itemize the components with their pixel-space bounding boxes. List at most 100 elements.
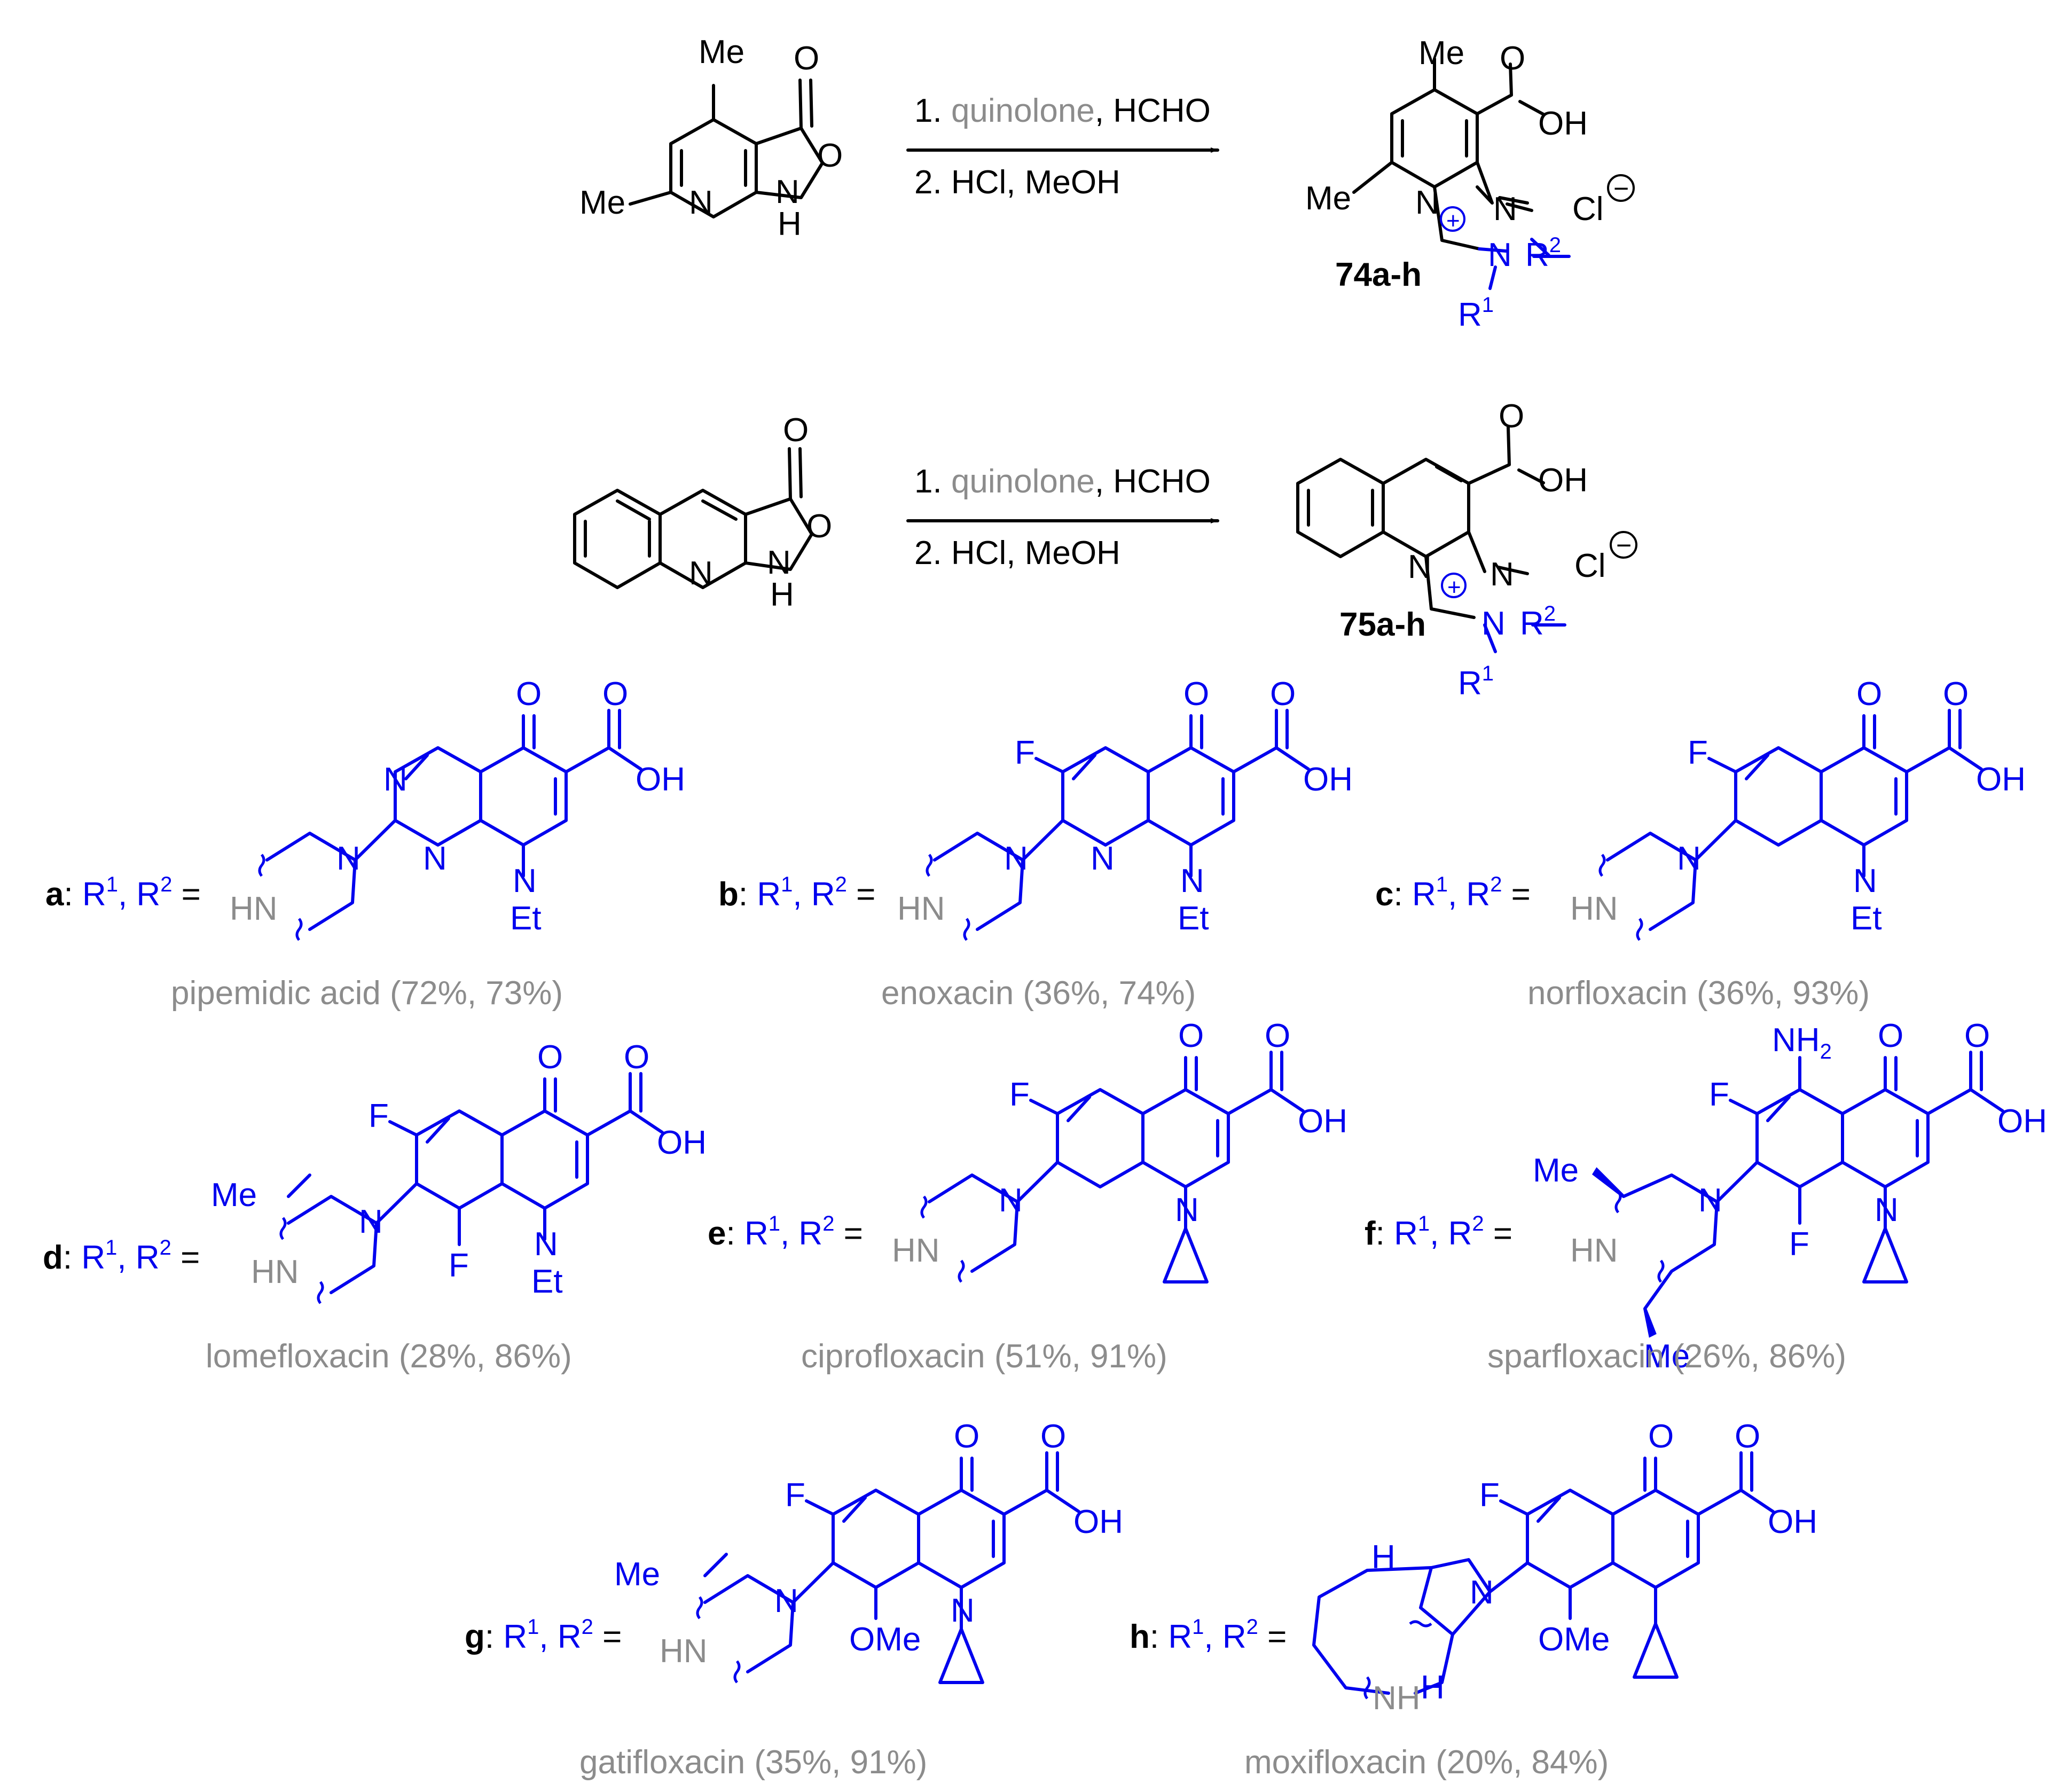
d-me: Me — [211, 1177, 257, 1214]
nh-n-label: N — [767, 544, 791, 581]
c-n-et: N — [1853, 863, 1877, 899]
g-ome: OMe — [849, 1621, 921, 1658]
p74-imine-n: N — [1493, 191, 1517, 228]
p74-n-plus: N — [1488, 237, 1512, 273]
p75-plus: + — [1447, 574, 1461, 600]
p75-acid-o: O — [1499, 398, 1524, 435]
reaction-1: Me Me N O O N H 1. quinolone, HCHO 2. HC… — [579, 34, 1635, 333]
d-acid-o: O — [624, 1039, 649, 1076]
p75-minus: − — [1616, 530, 1632, 560]
h-ome: OMe — [1538, 1621, 1610, 1658]
p74-minus-circle — [1607, 174, 1635, 202]
c-et: Et — [1851, 900, 1882, 937]
nh-h-label: H — [778, 206, 802, 242]
variant-e: e: R1, R2 = F N N O O OH HN ciprofloxaci… — [708, 1018, 1347, 1375]
e-ketone-o: O — [1178, 1018, 1204, 1054]
methyl-top-label: Me — [699, 34, 744, 71]
c-ketone-o: O — [1856, 676, 1882, 713]
p74-methyl-left: Me — [1305, 180, 1351, 217]
c-acid-o: O — [1943, 676, 1969, 713]
p75-r1: R1 — [1458, 662, 1494, 702]
variant-g-drug: gatifloxacin (35%, 91%) — [579, 1744, 927, 1781]
variant-e-rlabel: e: R1, R2 = — [708, 1212, 863, 1252]
g-n-cp: N — [951, 1592, 975, 1629]
g-acid-o: O — [1040, 1418, 1066, 1455]
e-acid-oh: OH — [1298, 1103, 1347, 1140]
carbonyl-o-label: O — [794, 40, 819, 77]
variant-h-drug: moxifloxacin (20%, 84%) — [1244, 1744, 1609, 1781]
reaction-1-step-1: 1. quinolone, HCHO — [914, 92, 1211, 129]
a-hn: HN — [230, 890, 278, 927]
p74-acid-oh: OH — [1538, 105, 1588, 142]
f-nh2: NH2 — [1772, 1022, 1832, 1063]
f-ketone-o: O — [1878, 1018, 1903, 1054]
a-acid-oh: OH — [636, 761, 685, 798]
p74-ring-n: N — [1415, 184, 1439, 221]
a-acid-o: O — [602, 676, 628, 713]
ring-o-label: O — [806, 508, 832, 545]
c-n-pip: N — [1677, 840, 1701, 877]
variant-f-drug: sparfloxacin (26%, 86%) — [1487, 1338, 1846, 1375]
a-n-pip: N — [336, 840, 360, 877]
f-me-top: Me — [1533, 1152, 1579, 1189]
product-74-label: 74a-h — [1335, 256, 1422, 293]
p74-acid-o: O — [1500, 40, 1525, 77]
a-et: Et — [510, 900, 542, 937]
variant-b-drug: enoxacin (36%, 74%) — [881, 975, 1196, 1012]
p75-r2: R2 — [1520, 602, 1556, 642]
h-h-bottom: H — [1421, 1669, 1445, 1706]
quinoline-n-label: N — [689, 555, 713, 592]
e-n-cp: N — [1175, 1192, 1199, 1228]
p75-imine-n: N — [1490, 556, 1514, 593]
d-hn: HN — [251, 1254, 299, 1290]
reaction-2-step-1: 1. quinolone, HCHO — [914, 463, 1211, 500]
carbonyl-o-label: O — [783, 412, 809, 449]
variant-d-rlabel: d: R1, R2 = — [43, 1236, 200, 1276]
p74-methyl-top: Me — [1418, 35, 1464, 72]
f-n-cp: N — [1875, 1192, 1899, 1228]
product-75: O OH N N + N R2 R1 Cl − 75a-h — [1296, 398, 1637, 702]
variant-c-rlabel: c: R1, R2 = — [1375, 873, 1531, 913]
p75-chloride: Cl — [1574, 547, 1606, 584]
methyl-left-label: Me — [579, 184, 625, 221]
variant-e-drug: ciprofloxacin (51%, 91%) — [801, 1338, 1167, 1375]
h-n-pyr: N — [1470, 1574, 1494, 1611]
f-f8: F — [1789, 1226, 1809, 1263]
reaction-2-step-2: 2. HCl, MeOH — [914, 535, 1120, 572]
d-ketone-o: O — [537, 1039, 563, 1076]
f-f6: F — [1709, 1076, 1729, 1113]
variant-d: d: R1, R2 = F F N N Et O O OH Me HN lome… — [43, 1039, 707, 1375]
b-n-ring: N — [1091, 840, 1115, 877]
reaction-1-step-2: 2. HCl, MeOH — [914, 164, 1120, 201]
product-74: Me Me O OH N N + N R2 R1 Cl − 74a-h — [1305, 35, 1635, 333]
p75-plus-circle — [1441, 573, 1467, 598]
ring-o-label: O — [817, 137, 843, 174]
g-hn: HN — [660, 1633, 708, 1670]
p75-n-plus: N — [1481, 605, 1506, 642]
variant-h-rlabel: h: R1, R2 = — [1130, 1615, 1287, 1655]
p74-r1: R1 — [1458, 293, 1494, 333]
p75-acid-oh: OH — [1538, 462, 1588, 499]
g-acid-oh: OH — [1073, 1504, 1123, 1540]
variant-g: g: R1, R2 = F N N OMe O O OH Me HN gatif… — [465, 1418, 1123, 1781]
d-et: Et — [531, 1263, 563, 1300]
d-f8: F — [449, 1247, 469, 1284]
g-me: Me — [614, 1556, 660, 1593]
variant-c: c: R1, R2 = F N N Et O O OH HN norfloxac… — [1375, 676, 2026, 1012]
e-hn: HN — [892, 1232, 940, 1269]
reaction-1-starting-material: Me Me N O O N H — [579, 34, 843, 242]
g-f: F — [785, 1477, 805, 1514]
variant-b: b: R1, R2 = F N N N Et O O OH HN enoxaci… — [718, 676, 1353, 1012]
b-n-pip: N — [1004, 840, 1028, 877]
h-f: F — [1479, 1477, 1500, 1514]
variant-a-drug: pipemidic acid (72%, 73%) — [171, 975, 563, 1012]
p74-r2: R2 — [1525, 233, 1561, 273]
f-acid-o: O — [1964, 1018, 1990, 1054]
a-ketone-o: O — [516, 676, 542, 713]
variant-h: h: R1, R2 = F N OMe O O OH H H NH moxifl… — [1130, 1418, 1817, 1781]
c-hn: HN — [1570, 890, 1618, 927]
variant-a-rlabel: a: R1, R2 = — [45, 873, 201, 913]
variant-d-drug: lomefloxacin (28%, 86%) — [206, 1338, 572, 1375]
b-f: F — [1015, 734, 1035, 771]
